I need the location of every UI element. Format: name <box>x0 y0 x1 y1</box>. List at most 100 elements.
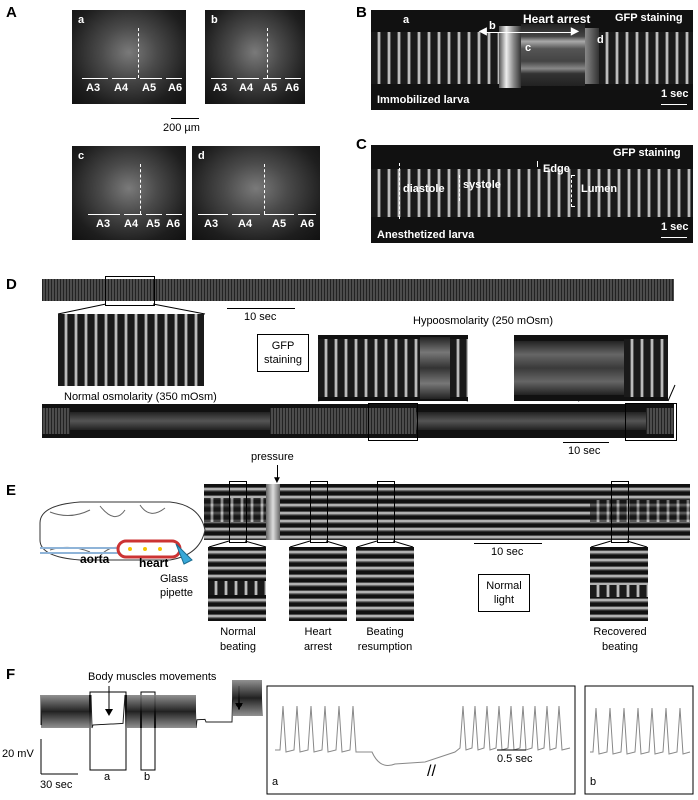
stain-label: GFP staining <box>613 147 681 159</box>
normal-osmolarity-label: Normal osmolarity (350 mOsm) <box>64 391 217 403</box>
normal-light-label: Normal light <box>486 580 522 606</box>
half-sec-label: 0.5 sec <box>497 753 533 765</box>
diastole-label: diastole <box>403 183 445 195</box>
panel-label-a: A <box>6 4 17 21</box>
zoom-beating-resumption <box>356 547 414 621</box>
pipette-icon <box>175 543 193 565</box>
segment-label: A4 <box>238 218 253 230</box>
scale-label: 1 sec <box>661 88 689 100</box>
normal-beating-label: Normal beating <box>219 626 257 653</box>
gfp-staining-box: GFP staining <box>257 334 309 372</box>
recovered-beating-label: Recovered beating <box>593 626 647 653</box>
heart-arrest-arrow <box>483 32 575 33</box>
panel-a-sub-label: c <box>78 150 85 162</box>
normal-light-box: Normal light <box>478 574 530 612</box>
f-box-a-label: a <box>104 771 111 783</box>
segment-label: A6 <box>166 218 181 230</box>
inset-b-label: b <box>590 776 597 788</box>
segment-label: A3 <box>86 82 101 94</box>
segment-label: A5 <box>142 82 157 94</box>
panel-c-kymograph: GFP staining Edge diastole systole Lumen… <box>371 145 693 243</box>
beating-resumption-label: Beating resumption <box>357 626 413 653</box>
scale-label: 10 sec <box>568 445 601 457</box>
f-box-b-label: b <box>144 771 151 783</box>
panel-label-e: E <box>6 482 17 499</box>
zoom-box <box>625 403 677 441</box>
edge-label: Edge <box>543 163 570 175</box>
scale-bar <box>563 442 609 443</box>
panel-a-sub-label: d <box>198 150 205 162</box>
inset-a-label: a <box>272 776 279 788</box>
segment-label: A3 <box>213 82 228 94</box>
hypo-zoom-1 <box>318 335 468 401</box>
scale-label: 1 sec <box>661 221 689 233</box>
scale-label: 10 sec <box>491 546 524 558</box>
mv-label: 20 mV <box>2 748 34 760</box>
panel-label-b: B <box>356 4 367 21</box>
heart-arrest-label: Heart arrest <box>523 12 591 26</box>
scale-label: 10 sec <box>244 311 277 323</box>
kymo-letter: a <box>403 14 410 26</box>
gfp-staining-label: GFP staining <box>264 340 302 366</box>
segment-label: A6 <box>285 82 300 94</box>
lumen-marker <box>571 175 575 207</box>
segment-label: A3 <box>96 218 111 230</box>
segment-label: A5 <box>272 218 287 230</box>
segment-label: A5 <box>146 218 161 230</box>
kymo-letter: d <box>597 34 604 46</box>
arrow-down-icon: ▼ <box>272 475 282 486</box>
segment-label: A6 <box>300 218 315 230</box>
panel-a-image-c: c A3 A4 A5 A6 <box>72 146 186 240</box>
main-trace <box>40 679 263 729</box>
scale-bar <box>474 543 542 544</box>
lumen-label: Lumen <box>581 183 618 195</box>
larva-label: Anesthetized larva <box>377 229 475 241</box>
segment-label: A5 <box>263 82 278 94</box>
heart-arrest-label: Heart arrest <box>303 626 333 653</box>
zoom-box <box>368 403 418 441</box>
heart-label: heart <box>139 556 169 570</box>
panel-e-kymograph <box>204 484 690 540</box>
panel-d-top-strip <box>42 279 674 301</box>
panel-d-bottom-strip <box>42 404 674 438</box>
panel-label-d: D <box>6 276 17 293</box>
systole-marker <box>459 175 461 201</box>
scale-label: 200 µm <box>163 122 200 134</box>
panel-a-image-d: d A3 A4 A5 A6 <box>192 146 320 240</box>
segment-label: A4 <box>124 218 139 230</box>
panel-a-image-b: b A3 A4 A5 A6 <box>205 10 305 104</box>
zoom-box <box>611 481 629 543</box>
scale-bar <box>171 118 199 119</box>
scale-bar <box>661 237 687 238</box>
zoom-box <box>377 481 395 543</box>
diastole-marker <box>399 163 401 219</box>
hypoosmolarity-label: Hypoosmolarity (250 mOsm) <box>413 315 553 327</box>
panel-a-sub-label: b <box>211 14 218 26</box>
zoom-normal-beating <box>208 547 266 621</box>
sec30-label: 30 sec <box>40 779 73 791</box>
hypo-zoom-2 <box>514 335 668 401</box>
segment-label: A3 <box>204 218 219 230</box>
panel-a-sub-label: a <box>78 14 85 26</box>
panel-label-f: F <box>6 666 16 683</box>
scale-bar <box>661 104 687 105</box>
zoom-box <box>105 276 155 306</box>
pipette-label: Glass pipette <box>160 573 194 599</box>
zoom-box <box>229 481 247 543</box>
zoom-recovered-beating <box>590 547 648 621</box>
aorta-label: aorta <box>80 552 110 566</box>
zoom-box <box>310 481 328 543</box>
panel-a-image-a: a A3 A4 A5 A6 <box>72 10 186 104</box>
normal-osmolarity-zoom <box>58 314 204 386</box>
panel-label-c: C <box>356 136 367 153</box>
segment-label: A4 <box>114 82 129 94</box>
scale-bar <box>227 308 295 309</box>
kymo-letter: b <box>489 20 496 32</box>
larva-label: Immobilized larva <box>377 94 470 106</box>
svg-text://: // <box>427 763 436 780</box>
zoom-heart-arrest <box>289 547 347 621</box>
kymo-letter: c <box>525 42 532 54</box>
pressure-arrow <box>277 465 278 481</box>
